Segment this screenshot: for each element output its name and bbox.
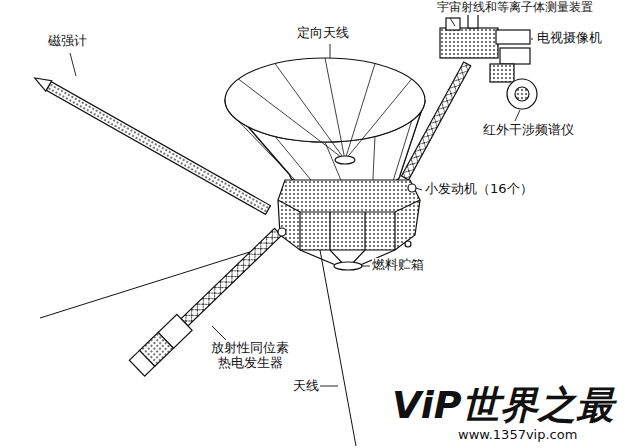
part-label: 天线 xyxy=(293,379,319,394)
part-label: 磁强计 xyxy=(48,34,87,49)
watermark-logo: ViP世界之最 xyxy=(392,384,614,428)
part-label: 电视摄像机 xyxy=(537,31,602,46)
part-label: 燃料贮箱 xyxy=(372,258,424,273)
part-label: 放射性同位素 热电发生器 xyxy=(204,341,296,371)
part-label: 定向天线 xyxy=(297,26,349,41)
part-label: 宇宙射线和等离子体测量装置 xyxy=(437,1,593,15)
watermark-url: www.1357vip.com xyxy=(458,428,577,443)
part-label: 小发动机（16个） xyxy=(425,182,533,197)
part-label: 红外干涉频谱仪 xyxy=(483,123,574,138)
